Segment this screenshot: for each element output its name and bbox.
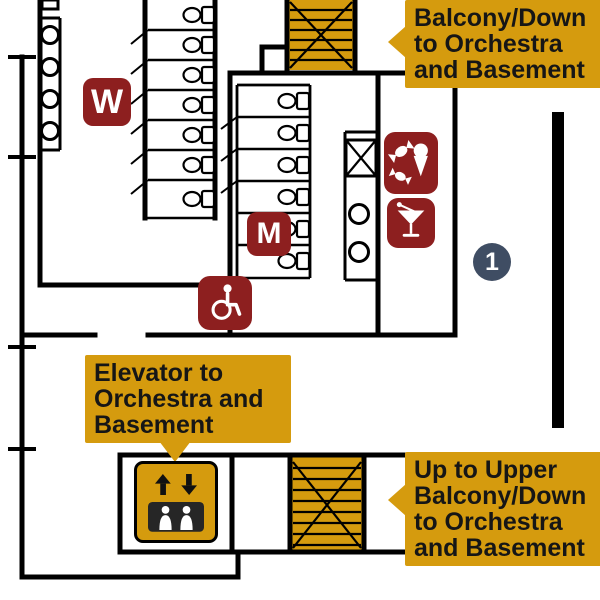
callout-line: Balcony/Down xyxy=(414,482,587,510)
womens-restroom-label: W xyxy=(90,82,124,121)
stairs-bottom xyxy=(292,457,362,550)
candy-icon xyxy=(388,167,412,185)
callout-line: to Orchestra xyxy=(414,508,563,536)
callout-up-to-upper-balcony: Up to Upper Balcony/Down to Orchestra an… xyxy=(405,452,600,566)
elevator-icon xyxy=(148,474,204,532)
stairs-top xyxy=(289,0,353,70)
callout-line: to Orchestra xyxy=(414,30,563,58)
walls xyxy=(19,0,458,580)
wall-ticks xyxy=(8,55,36,451)
elevator-badge xyxy=(134,461,218,543)
location-marker-1: 1 xyxy=(473,243,511,281)
womens-restroom-badge: W xyxy=(83,78,131,126)
toilet-stalls-w xyxy=(130,5,216,220)
callout-pointer xyxy=(388,484,406,516)
callout-upper-balcony: Balcony/Down to Orchestra and Basement xyxy=(405,0,600,88)
candy-icon xyxy=(387,139,415,163)
concessions-icons xyxy=(387,139,428,185)
callout-line: Elevator to xyxy=(94,359,224,387)
wall-segment-right xyxy=(552,112,564,428)
ice-cream-icon xyxy=(413,143,428,177)
wheelchair-icon xyxy=(211,284,242,320)
accessible-badge xyxy=(198,276,252,330)
sink-counter-w xyxy=(40,0,62,152)
callout-elevator: Elevator to Orchestra and Basement xyxy=(85,355,291,443)
fixtures-m xyxy=(343,130,378,282)
callout-line: Orchestra and xyxy=(94,385,264,413)
callout-line: and Basement xyxy=(414,534,585,562)
mens-restroom-badge: M xyxy=(247,212,291,256)
concessions-badge xyxy=(384,132,438,194)
location-marker-label: 1 xyxy=(485,247,499,276)
callout-pointer xyxy=(159,441,191,462)
bar-badge xyxy=(387,198,435,248)
callout-line: Basement xyxy=(94,411,214,439)
callout-line: Balcony/Down xyxy=(414,4,587,32)
callout-line: and Basement xyxy=(414,56,585,84)
cocktail-icon xyxy=(396,202,425,237)
mens-restroom-label: M xyxy=(256,217,282,250)
callout-pointer xyxy=(388,26,406,58)
callout-line: Up to Upper xyxy=(414,456,558,484)
